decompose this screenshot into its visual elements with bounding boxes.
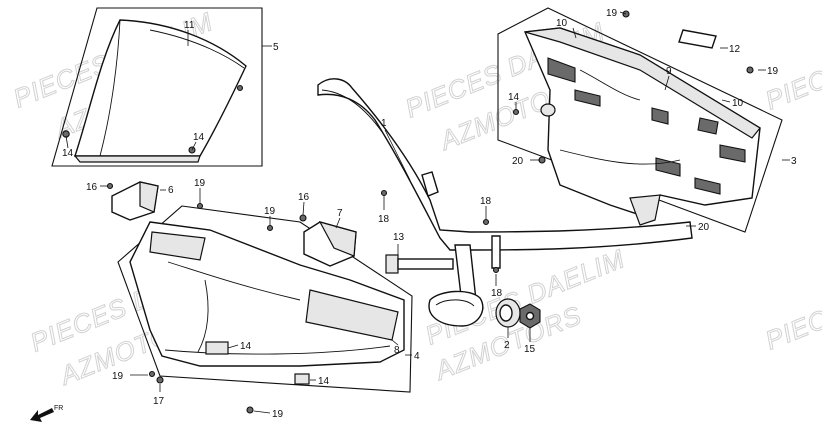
group-5-frame <box>51 7 263 167</box>
bolt-part-13 <box>385 254 454 274</box>
nut-part-15 <box>519 303 541 329</box>
group-4-frame <box>117 205 413 393</box>
callout-label: 1 <box>381 118 387 129</box>
screw-icon <box>156 376 164 384</box>
handlebar-part <box>317 78 693 327</box>
leader-lines <box>65 11 790 414</box>
callout-label: 5 <box>273 42 279 53</box>
screw-icon <box>512 108 520 116</box>
callout-label: 13 <box>393 232 405 243</box>
watermark-text: PIECES <box>761 50 822 116</box>
arrow-icon <box>30 408 54 422</box>
top-cover-part <box>74 19 247 157</box>
callout-label: 14 <box>508 92 520 103</box>
callout-label: 19 <box>606 8 618 19</box>
callout-label: 16 <box>298 192 310 203</box>
callout-label: 12 <box>729 44 741 55</box>
collar-part-2 <box>495 298 521 328</box>
screw-icon <box>380 189 388 197</box>
callout-label: 10 <box>556 18 568 29</box>
callout-label: 19 <box>272 409 284 420</box>
screw-icon <box>492 266 500 274</box>
callout-label: 19 <box>112 371 124 382</box>
callout-label: 8 <box>394 345 400 356</box>
front-direction-indicator: FR <box>30 405 63 422</box>
fasteners <box>380 189 500 274</box>
switch-part-7 <box>299 214 357 267</box>
screw-icon <box>482 218 490 226</box>
callout-label: 20 <box>512 156 524 167</box>
screw-icon <box>266 224 274 232</box>
part-group-5 <box>51 7 263 167</box>
switch-part-6 <box>106 181 159 221</box>
callout-label: 9 <box>666 66 672 77</box>
screw-icon <box>746 66 754 74</box>
direction-label: FR <box>54 405 63 412</box>
callout-label: 14 <box>193 132 205 143</box>
callout-label: 14 <box>318 376 330 387</box>
callout-label: 17 <box>153 396 165 407</box>
callout-label: 20 <box>698 222 710 233</box>
callout-label: 18 <box>378 214 390 225</box>
callout-label: 19 <box>264 206 276 217</box>
callout-label: 4 <box>414 351 420 362</box>
callout-label: 14 <box>62 148 74 159</box>
callout-label: 19 <box>767 66 779 77</box>
callout-label: 7 <box>337 208 343 219</box>
part-group-3 <box>497 7 783 233</box>
screw-icon <box>196 202 204 210</box>
screw-icon <box>236 84 244 92</box>
callout-label: 18 <box>480 196 492 207</box>
label-sticker-part <box>678 29 717 49</box>
callout-label: 15 <box>524 344 536 355</box>
callout-label: 3 <box>791 156 797 167</box>
callouts: 11 5 14 14 16 6 19 19 16 7 18 13 18 18 2… <box>62 8 797 420</box>
screw-icon <box>148 370 156 378</box>
callout-label: 10 <box>732 98 744 109</box>
screw-icon <box>299 214 307 222</box>
part-group-4 <box>117 202 413 414</box>
callout-label: 19 <box>194 178 206 189</box>
callout-label: 14 <box>240 341 252 352</box>
callout-label: 11 <box>184 20 195 31</box>
callout-label: 2 <box>504 340 510 351</box>
watermark-text: PIECES <box>761 290 822 356</box>
callout-label: 16 <box>86 182 98 193</box>
screw-icon <box>246 406 254 414</box>
screw-icon <box>106 182 114 190</box>
callout-label: 18 <box>491 288 503 299</box>
callout-label: 6 <box>168 185 174 196</box>
